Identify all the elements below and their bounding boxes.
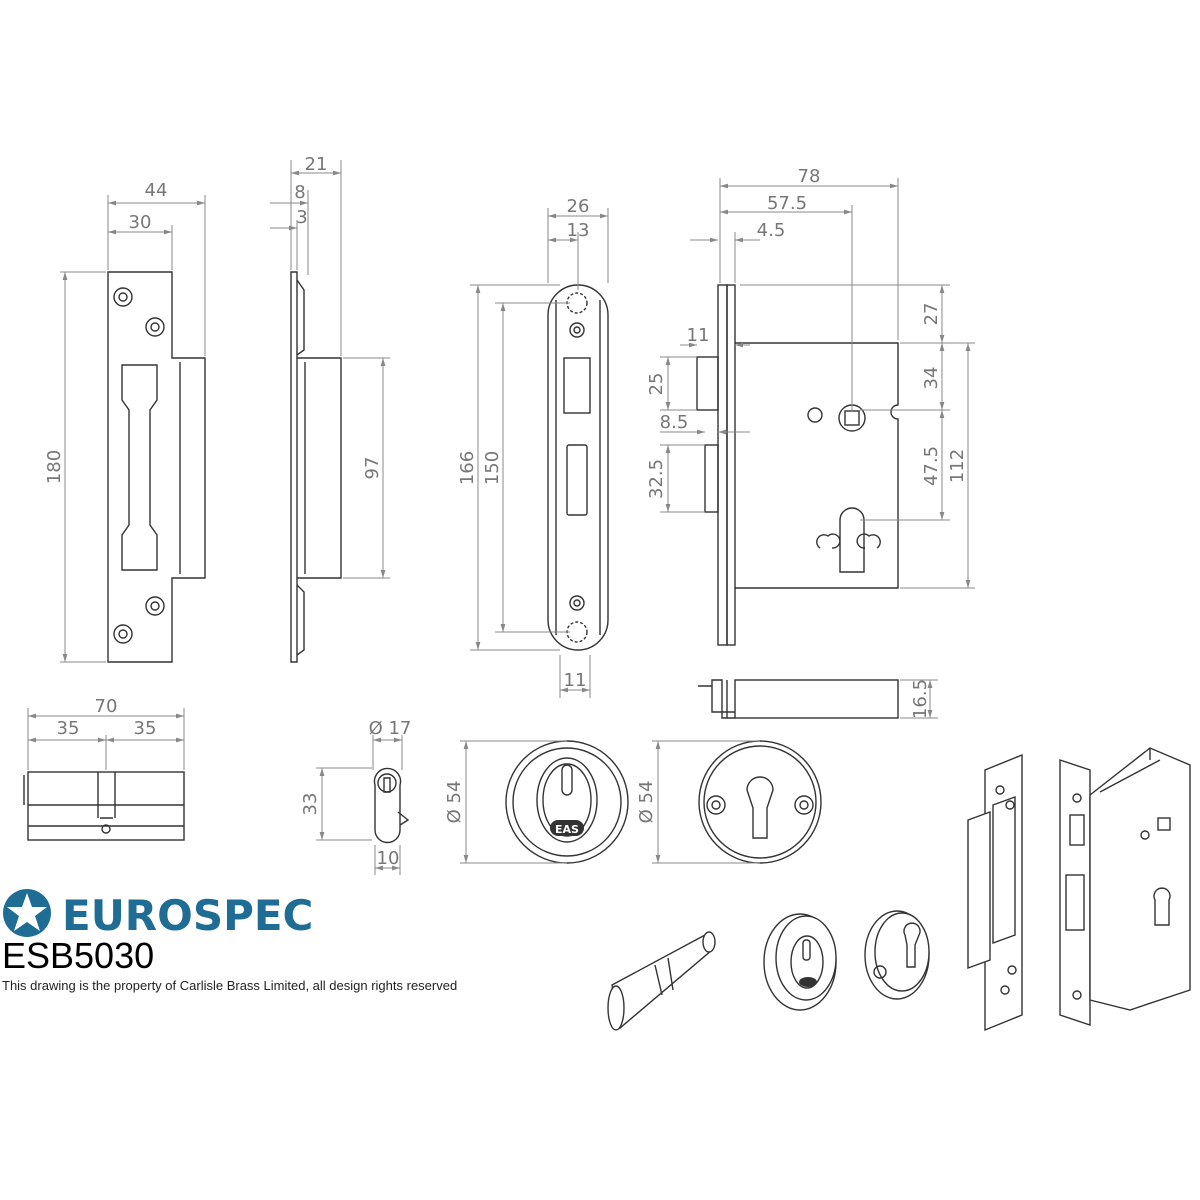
dim-label: 16.5 [910, 679, 931, 719]
dim-label: 112 [947, 449, 968, 483]
dim-label: 13 [567, 220, 590, 241]
dim-label: 166 [457, 451, 478, 485]
strike-plate-front-view: 44 30 180 [44, 180, 206, 663]
screw-hole-icon [145, 317, 165, 337]
dim-label: 8 [294, 182, 305, 203]
screw-hole-icon [113, 287, 133, 307]
screw-hole-icon [113, 624, 133, 644]
model-number: ESB5030 [2, 935, 154, 976]
dim-label: 35 [134, 718, 157, 739]
dim-label: Ø 54 [444, 781, 465, 824]
isometric-cylinder [607, 931, 716, 1031]
dim-label: 10 [377, 848, 400, 869]
dim-label: 78 [798, 166, 821, 187]
key-escutcheon-view: EAS Ø 54 [444, 740, 629, 864]
isometric-strike-plate [967, 753, 1023, 1032]
dim-label: 47.5 [921, 446, 942, 486]
isometric-key-escutcheon [763, 913, 837, 1011]
screw-hole-icon [145, 596, 165, 616]
euro-cylinder-side-view: 70 35 35 [23, 696, 185, 841]
dim-label: 4.5 [757, 220, 786, 241]
eurospec-logo: EUROSPEC [3, 889, 313, 940]
strike-plate-side-view: 21 8 3 97 [270, 154, 390, 663]
dim-label: 3 [296, 207, 307, 228]
lock-faceplate-view: 26 13 166 150 11 [457, 196, 609, 698]
euro-escutcheon-view: Ø 54 [636, 740, 822, 864]
dim-label: Ø 54 [636, 781, 657, 824]
deadbolt-top-view: 16.5 [698, 679, 938, 719]
dim-label: 44 [145, 180, 168, 201]
dim-label: 32.5 [646, 459, 667, 499]
dim-label: 11 [564, 670, 587, 691]
brand-name: EUROSPEC [62, 891, 313, 940]
dim-label: Ø 17 [369, 718, 412, 739]
disclaimer: This drawing is the property of Carlisle… [2, 978, 457, 993]
dim-label: 70 [95, 696, 118, 717]
euro-cylinder-end-view: Ø 17 33 10 [300, 718, 411, 875]
dim-label: 26 [567, 196, 590, 217]
dim-label: 150 [482, 451, 503, 485]
escutcheon-badge: EAS [555, 823, 579, 836]
dim-label: 34 [921, 367, 942, 390]
isometric-euro-escutcheon [864, 910, 930, 1000]
dim-label: 33 [300, 793, 321, 816]
dim-label: 97 [362, 457, 383, 480]
isometric-lock-body [1059, 747, 1191, 1026]
dim-label: 8.5 [660, 412, 689, 433]
dim-label: 21 [305, 154, 328, 175]
dim-label: 30 [129, 212, 152, 233]
dim-label: 35 [57, 718, 80, 739]
dim-label: 180 [44, 450, 65, 484]
dim-label: 57.5 [767, 193, 807, 214]
dim-label: 11 [687, 325, 710, 346]
lock-body-side-view: 78 57.5 4.5 11 25 8.5 32.5 27 34 47.5 11… [646, 166, 975, 646]
dim-label: 27 [921, 303, 942, 326]
dim-label: 25 [646, 373, 667, 396]
